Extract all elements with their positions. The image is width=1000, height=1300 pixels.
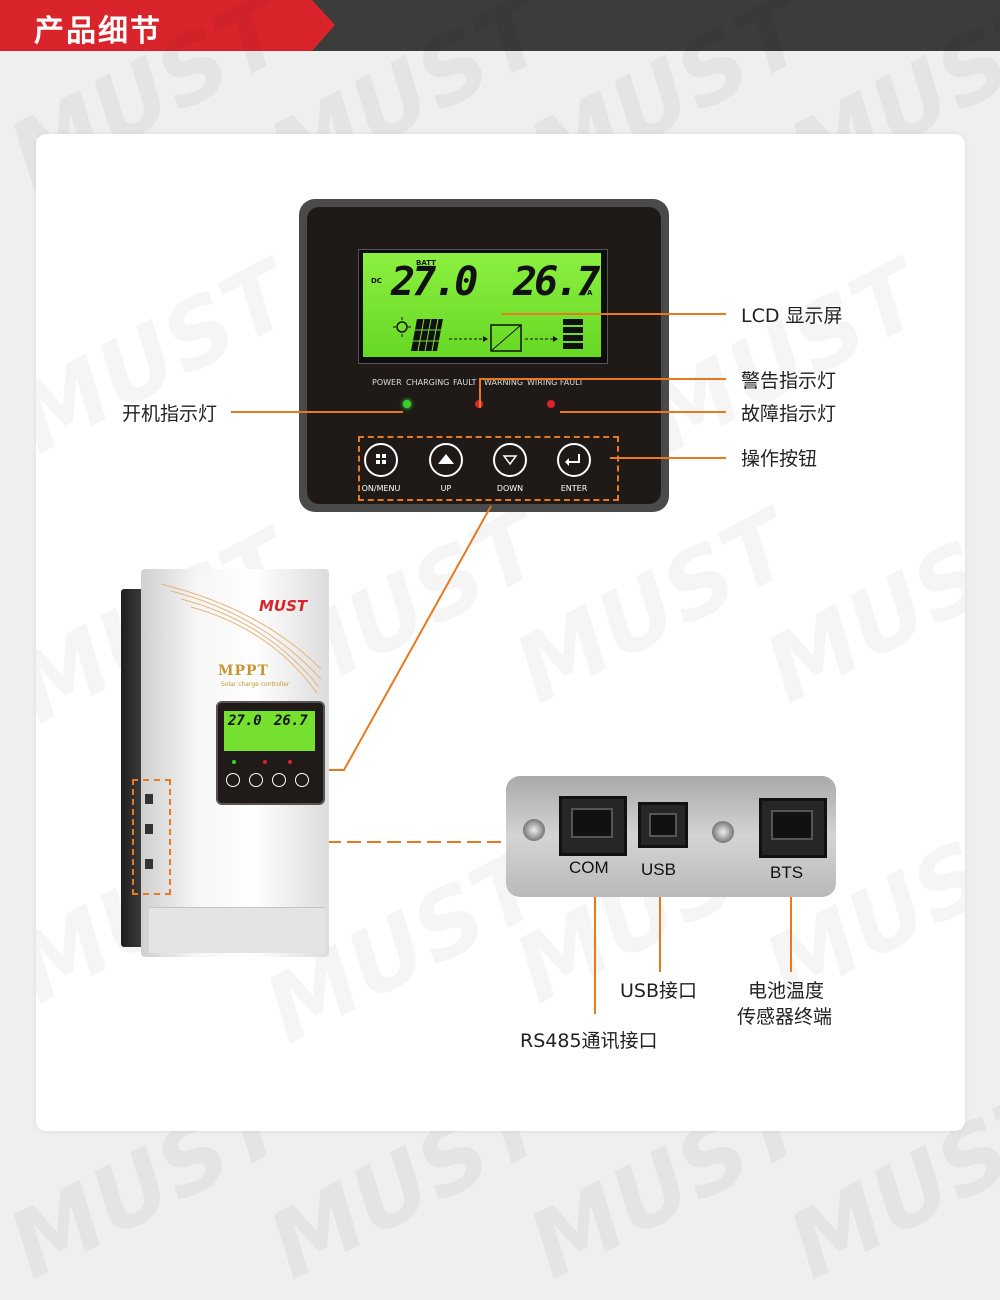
down-label: DOWN bbox=[496, 484, 524, 493]
bts-port bbox=[759, 798, 827, 858]
mini-lcd-voltage: 27.0 bbox=[228, 713, 262, 729]
device-front: MUST MPPT Solar charge controller 27.0 2… bbox=[141, 569, 329, 957]
lcd-flow-icons bbox=[393, 317, 583, 352]
device-bottom-cover bbox=[149, 907, 325, 953]
controller-icon bbox=[490, 324, 522, 352]
swoosh-graphic bbox=[160, 583, 322, 694]
lcd-screen: BATT DC 27.0 V 26.7 A bbox=[363, 253, 601, 357]
wiring-fault-label: WIRING FAULT bbox=[527, 378, 584, 387]
solar-panel-icon bbox=[411, 318, 443, 352]
side-port bbox=[145, 824, 153, 834]
on-menu-button[interactable] bbox=[364, 443, 398, 477]
down-arrow-icon bbox=[502, 455, 518, 466]
lcd-callout-line bbox=[502, 313, 726, 315]
enter-button[interactable] bbox=[557, 443, 591, 477]
bts-label: BTS bbox=[770, 863, 804, 882]
mini-warning-led bbox=[263, 760, 267, 764]
mini-power-led bbox=[232, 760, 236, 764]
usb-callout: USB接口 bbox=[620, 980, 698, 1002]
lcd-voltage: 27.0 bbox=[391, 259, 478, 305]
mini-enter-button[interactable] bbox=[295, 773, 309, 787]
mini-up-button[interactable] bbox=[249, 773, 263, 787]
charging-label: CHARGING bbox=[406, 378, 450, 387]
charge-controller-device: MUST MPPT Solar charge controller 27.0 2… bbox=[121, 569, 329, 957]
battery-icon bbox=[563, 319, 583, 349]
port-panel: COM USB BTS bbox=[506, 776, 836, 897]
mini-lcd: 27.0 26.7 bbox=[224, 711, 315, 751]
lcd-current: 26.7 bbox=[513, 259, 600, 305]
control-panel: BATT DC 27.0 V 26.7 A bbox=[299, 199, 669, 512]
mini-down-button[interactable] bbox=[272, 773, 286, 787]
panel-face: BATT DC 27.0 V 26.7 A bbox=[307, 207, 661, 504]
enter-label: ENTER bbox=[560, 484, 588, 493]
power-callout-line bbox=[231, 411, 403, 413]
fault-callout-line bbox=[560, 411, 726, 413]
buttons-highlight bbox=[358, 436, 619, 501]
com-label: COM bbox=[569, 858, 609, 877]
fault-light-callout: 故障指示灯 bbox=[741, 403, 837, 425]
bts-callout-line1: 电池温度 bbox=[748, 980, 825, 1002]
side-port bbox=[145, 859, 153, 869]
lcd-current-unit: A bbox=[587, 289, 593, 297]
ports-highlight bbox=[132, 779, 171, 895]
fault-label: FAULT bbox=[453, 378, 477, 387]
buttons-callout-line bbox=[610, 457, 726, 459]
device-model: MPPT bbox=[218, 663, 269, 679]
buttons-callout: 操作按钮 bbox=[741, 448, 818, 470]
screw-icon bbox=[523, 819, 545, 841]
usb-label: USB bbox=[641, 860, 676, 879]
fault-led bbox=[547, 400, 555, 408]
mini-fault-led bbox=[288, 760, 292, 764]
product-card: MUST MUST MUST MUST MUST MUST MUST MUST … bbox=[36, 134, 965, 1131]
warning-callout-line bbox=[479, 378, 726, 380]
mini-control-panel: 27.0 26.7 bbox=[216, 701, 325, 805]
side-port bbox=[145, 794, 153, 804]
menu-icon bbox=[376, 454, 386, 464]
lcd-batt-label: BATT bbox=[416, 259, 436, 267]
up-arrow-icon bbox=[438, 454, 454, 464]
device-subtitle: Solar charge controller bbox=[221, 681, 290, 688]
enter-icon bbox=[565, 454, 580, 466]
on-menu-label: ON/MENU bbox=[361, 484, 401, 493]
usb-port bbox=[638, 802, 688, 848]
lcd-voltage-unit: V bbox=[461, 289, 467, 297]
lcd-callout: LCD 显示屏 bbox=[741, 305, 843, 327]
device-brand: MUST bbox=[259, 597, 308, 615]
warning-label: WARNING bbox=[484, 378, 524, 387]
up-button[interactable] bbox=[429, 443, 463, 477]
rs485-callout: RS485通讯接口 bbox=[520, 1030, 658, 1052]
warning-light-callout: 警告指示灯 bbox=[741, 370, 837, 392]
mini-menu-button[interactable] bbox=[226, 773, 240, 787]
power-light-callout: 开机指示灯 bbox=[122, 403, 218, 425]
warning-callout-line bbox=[479, 378, 481, 408]
com-port bbox=[559, 796, 627, 856]
power-led bbox=[403, 400, 411, 408]
power-label: POWER bbox=[372, 378, 402, 387]
page-title: 产品细节 bbox=[34, 14, 162, 49]
device-heatsink bbox=[121, 589, 141, 947]
sun-icon bbox=[393, 317, 411, 337]
mini-lcd-current: 26.7 bbox=[274, 713, 308, 729]
up-label: UP bbox=[440, 484, 452, 493]
header-bar: 产品细节 bbox=[0, 0, 1000, 51]
bts-callout-line2: 传感器终端 bbox=[737, 1006, 833, 1028]
lcd-dc-label: DC bbox=[371, 277, 382, 285]
header-tab bbox=[0, 0, 335, 51]
down-button[interactable] bbox=[493, 443, 527, 477]
screw-icon bbox=[712, 821, 734, 843]
